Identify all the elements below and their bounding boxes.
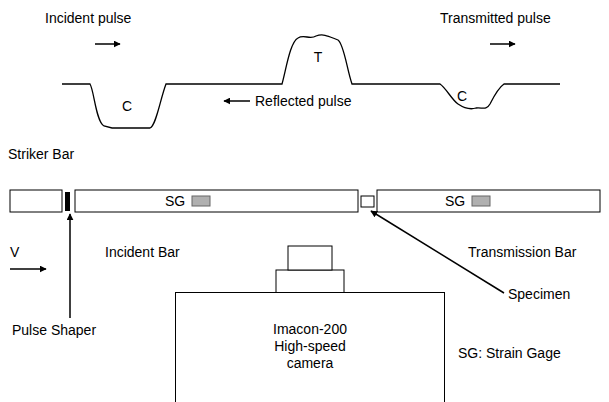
camera-body: Imacon-200 High-speed camera (175, 292, 445, 402)
pulse-letter: C (122, 98, 132, 114)
note: SG: Strain Gage (458, 345, 561, 361)
part-name: Specimen (508, 286, 570, 302)
strain-gage (472, 196, 490, 206)
direction-arrow (224, 100, 250, 102)
camera-label: Imacon-200 High-speed camera (260, 321, 360, 372)
pulse-letter: T (314, 49, 323, 65)
pulse-waveform (62, 35, 560, 128)
pulse-label: Reflected pulse (255, 93, 352, 109)
incident-bar (75, 190, 358, 212)
specimen (361, 196, 374, 207)
part-name: Striker Bar (8, 146, 74, 162)
part-name: Transmission Bar (468, 244, 576, 260)
striker-bar (10, 190, 62, 212)
transmission-bar (377, 190, 600, 212)
gage-label: SG (445, 193, 465, 209)
camera-lens (276, 270, 344, 293)
velocity-label: V (10, 244, 19, 260)
pulse-label: Incident pulse (45, 10, 131, 26)
pulse-shaper (65, 192, 70, 211)
velocity-arrow (10, 268, 46, 270)
pulse-letter: C (457, 88, 467, 104)
gage-label: SG (165, 193, 185, 209)
leader-arrow (69, 214, 71, 318)
direction-arrow (95, 43, 120, 45)
pulse-label: Transmitted pulse (440, 10, 551, 26)
camera-lens (288, 246, 332, 270)
part-name: Pulse Shaper (12, 322, 96, 338)
direction-arrow (490, 43, 515, 45)
part-name: Incident Bar (105, 244, 180, 260)
strain-gage (192, 196, 210, 206)
